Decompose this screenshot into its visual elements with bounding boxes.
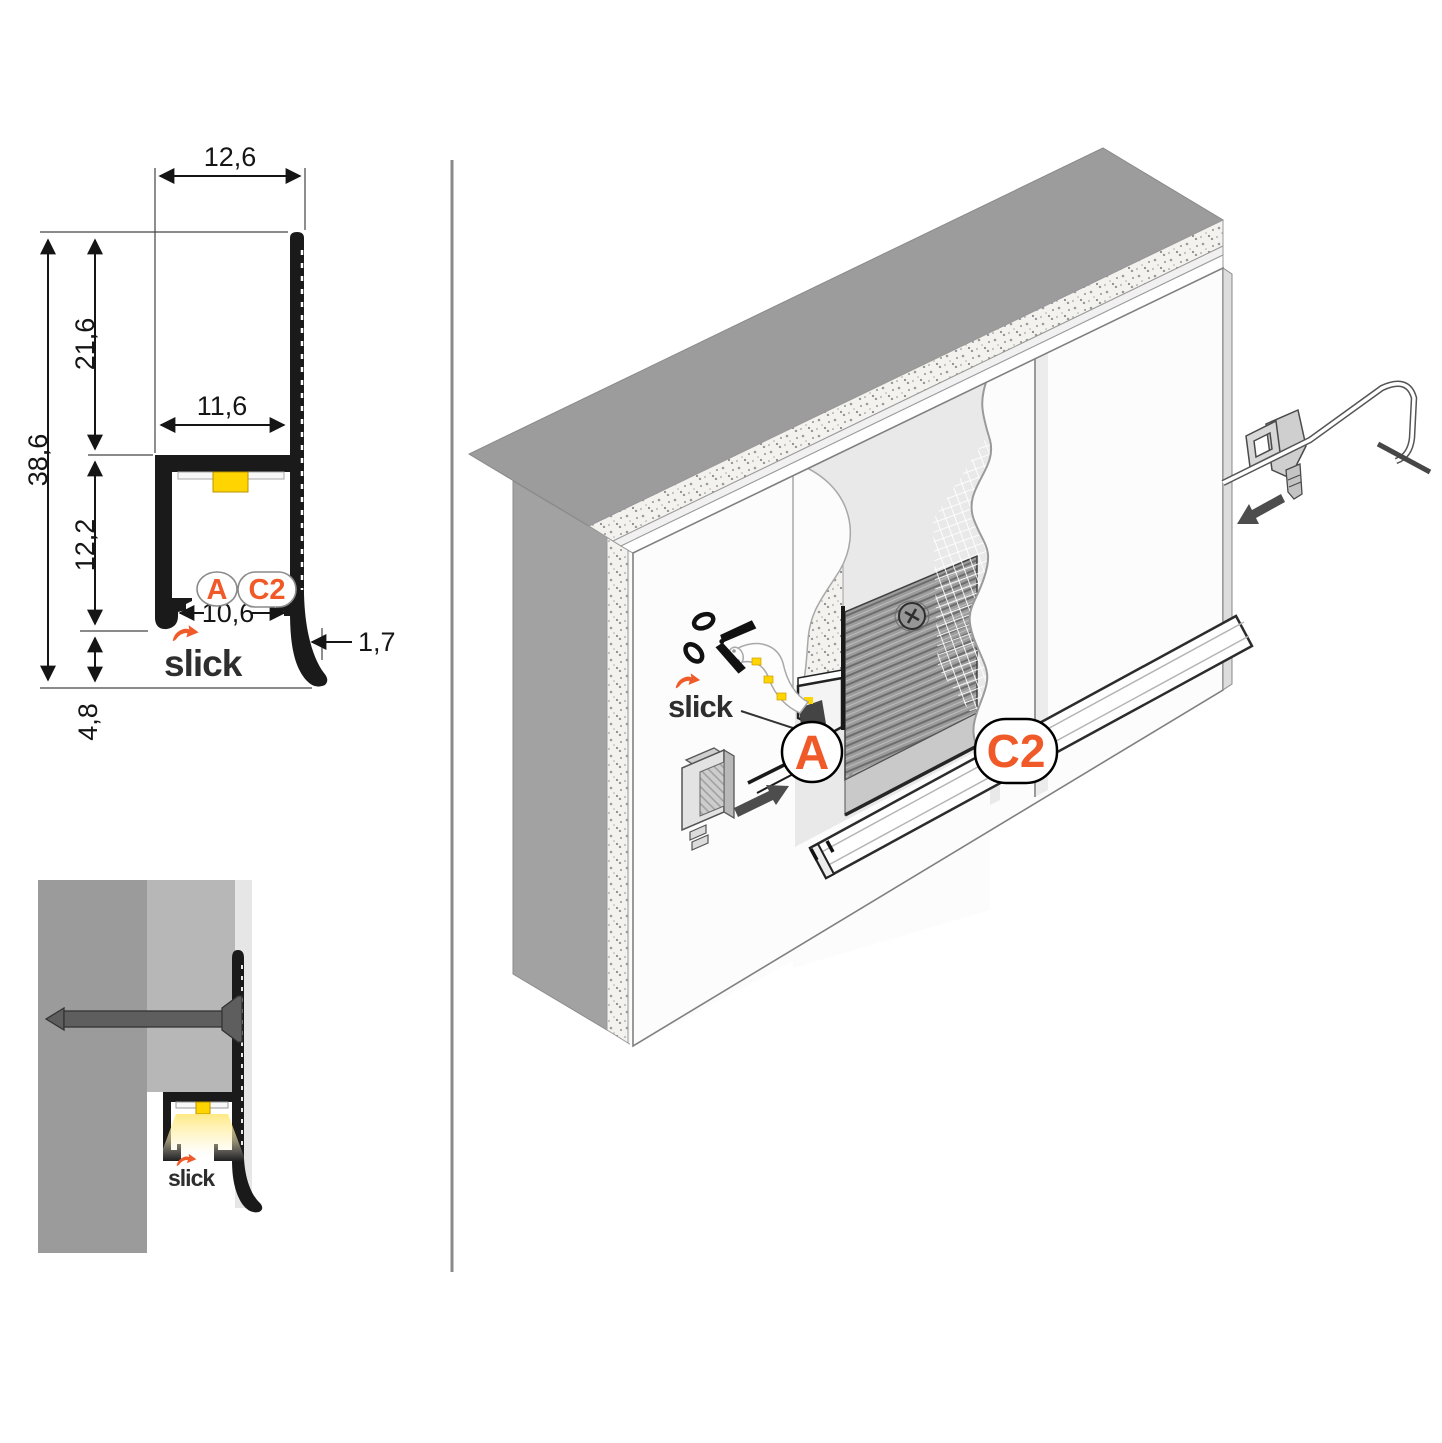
brand-text: slick — [164, 643, 243, 684]
screw-icon — [44, 995, 243, 1043]
led-chip — [763, 675, 774, 684]
dim-inner-width: 11,6 — [197, 391, 248, 421]
variant-c2-label: C2 — [248, 574, 285, 606]
brand-logo: slick — [164, 625, 244, 684]
wall-layer — [38, 880, 147, 1253]
dim-total-height: 38,6 — [23, 434, 53, 487]
leader-line — [740, 710, 800, 731]
label-c2: C2 — [987, 725, 1046, 777]
dim-upper-height: 21,6 — [70, 318, 100, 371]
brand-logo: slick — [168, 1153, 216, 1191]
dim-channel-height: 12,2 — [70, 519, 100, 572]
brand-text: slick — [168, 1165, 215, 1191]
power-cable — [1221, 380, 1432, 486]
dim-bottom-offset: 4,8 — [73, 703, 103, 741]
pull-arrow-icon — [1237, 494, 1285, 524]
panel-joint-shadow — [1035, 352, 1048, 797]
extension-lines — [40, 168, 323, 689]
light-glow — [158, 1114, 246, 1162]
brand-text: slick — [668, 689, 734, 724]
cable-cut-mark — [1376, 441, 1432, 475]
led-chip — [195, 1101, 211, 1115]
variant-a-label: A — [207, 574, 228, 606]
installation-drawing: slick — [38, 880, 263, 1253]
swoosh-icon — [172, 625, 199, 641]
led-strip — [727, 642, 810, 714]
led-chip — [804, 697, 813, 704]
screw-icon — [894, 600, 930, 632]
scissors-icon — [683, 611, 757, 674]
end-cap — [681, 747, 735, 851]
assembly-labels: A C2 — [780, 717, 1059, 785]
dim-wall-thickness: 1,7 — [358, 627, 396, 657]
wall-side-concrete — [512, 480, 608, 1031]
brand-logo: slick — [668, 673, 800, 731]
led-chip — [212, 471, 249, 493]
led-chip — [751, 657, 762, 666]
insulation-layer — [147, 880, 235, 1092]
label-a: A — [795, 727, 830, 780]
channel-lip-edge — [844, 744, 978, 817]
assembly-drawing: slick A C2 — [467, 147, 1432, 1048]
variant-labels: A C2 — [196, 571, 297, 608]
wall-side-insulation — [606, 536, 629, 1044]
insert-arrow-icon — [734, 785, 789, 817]
dim-top-width: 12,6 — [204, 142, 257, 172]
led-chip — [776, 692, 787, 701]
cross-section-drawing: 12,6 21,6 38,6 11,6 12,2 4,8 10,6 1,7 A … — [23, 142, 396, 741]
